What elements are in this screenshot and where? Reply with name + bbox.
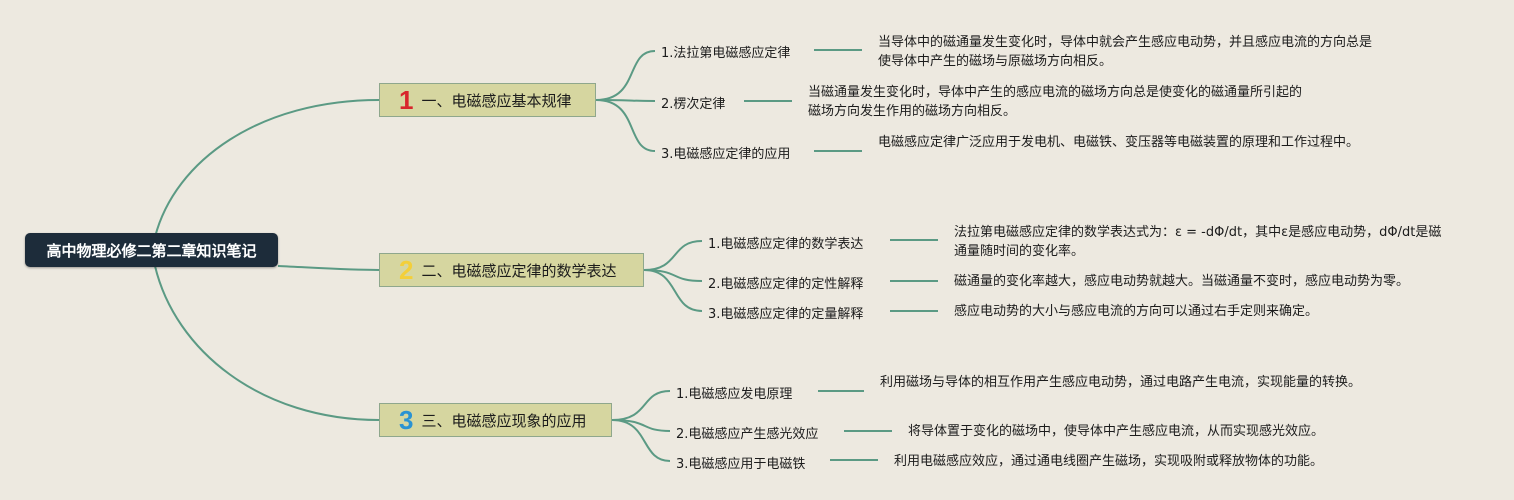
branch-label: 一、电磁感应基本规律 [421,91,572,110]
subtopic-1-3-desc: 电磁感应定律广泛应用于发电机、电磁铁、变压器等电磁装置的原理和工作过程中。 [878,135,1360,150]
subtopic-3-3[interactable]: 3.电磁感应用于电磁铁 [676,457,806,472]
number-1-icon: 1 [399,85,414,115]
number-2-icon: 2 [399,255,414,285]
branch-topic-2[interactable]: 2 二、电磁感应定律的数学表达 [379,253,644,287]
subtopic-3-1[interactable]: 1.电磁感应发电原理 [676,387,793,402]
subtopic-2-2[interactable]: 2.电磁感应定律的定性解释 [708,277,864,292]
subtopic-2-3[interactable]: 3.电磁感应定律的定量解释 [708,307,864,322]
branch-line-2-3 [643,269,703,312]
branch-label: 二、电磁感应定律的数学表达 [421,261,617,280]
number-3-icon: 3 [399,405,414,435]
branch-line-1-3 [595,99,656,152]
subtopic-1-3[interactable]: 3.电磁感应定律的应用 [661,147,791,162]
branch-line-3-3 [611,419,671,462]
subtopic-1-2-desc: 当磁通量发生变化时，导体中产生的感应电流的磁场方向总是使变化的磁通量所引起的磁场… [808,85,1303,119]
root-to-branch-1-line [154,99,380,238]
branch-line-1-1 [595,50,656,101]
subtopic-1-1-desc: 当导体中的磁通量发生变化时，导体中就会产生感应电动势，并且感应电流的方向总是使导… [878,35,1373,69]
branch-topic-1[interactable]: 1 一、电磁感应基本规律 [379,83,596,117]
branch-line-3-1 [611,390,671,421]
subtopic-3-3-desc: 利用电磁感应效应，通过通电线圈产生磁场，实现吸附或释放物体的功能。 [894,454,1324,469]
root-to-branch-3-line [154,265,380,421]
subtopic-2-1-desc: 法拉第电磁感应定律的数学表达式为：ε = -dΦ/dt，其中ε是感应电动势，dΦ… [954,225,1442,259]
subtopic-2-1[interactable]: 1.电磁感应定律的数学表达 [708,237,864,252]
subtopic-2-3-desc: 感应电动势的大小与感应电流的方向可以通过右手定则来确定。 [954,304,1319,319]
subtopic-1-1[interactable]: 1.法拉第电磁感应定律 [661,46,791,61]
branch-topic-3[interactable]: 3 三、电磁感应现象的应用 [379,403,612,437]
subtopic-1-2[interactable]: 2.楞次定律 [661,97,726,112]
branch-line-1-2 [595,99,656,102]
subtopic-3-1-desc: 利用磁场与导体的相互作用产生感应电动势，通过电路产生电流，实现能量的转换。 [880,375,1362,390]
subtopic-3-2-desc: 将导体置于变化的磁场中，使导体中产生感应电流，从而实现感光效应。 [908,424,1325,439]
branch-label: 三、电磁感应现象的应用 [421,411,587,430]
subtopic-2-2-desc: 磁通量的变化率越大，感应电动势就越大。当磁通量不变时，感应电动势为零。 [954,274,1410,289]
branch-line-2-1 [643,240,703,271]
root-to-branch-2-line [277,265,380,271]
root-topic[interactable]: 高中物理必修二第二章知识笔记 [25,233,278,267]
subtopic-3-2[interactable]: 2.电磁感应产生感光效应 [676,427,819,442]
